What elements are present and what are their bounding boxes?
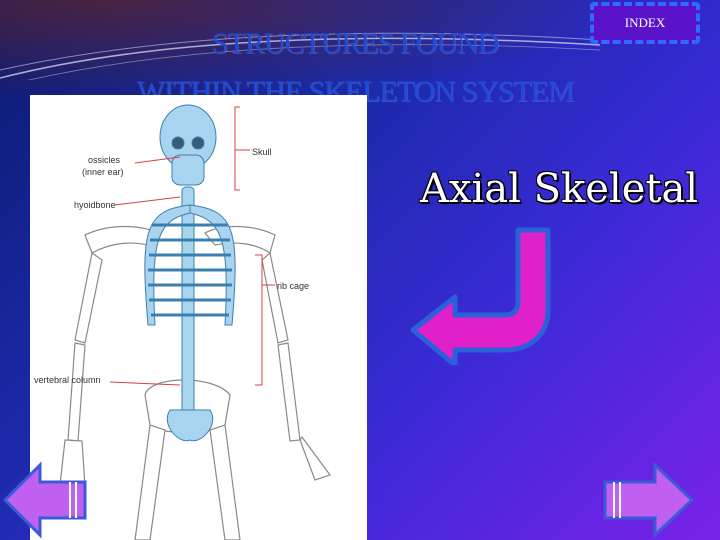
appendicular-bones <box>59 225 331 540</box>
label-ribcage: rib cage <box>277 281 309 291</box>
index-button[interactable]: INDEX <box>590 2 700 44</box>
decorative-swoosh <box>0 32 601 80</box>
label-ossicles: ossicles <box>88 155 121 165</box>
label-skull: Skull <box>252 147 272 157</box>
axial-caption: Axial Skeletal <box>420 166 699 212</box>
down-left-arrow-icon <box>410 227 551 365</box>
skeleton-diagram: Skull ossicles (inner ear) hyoidbone rib… <box>30 95 367 540</box>
label-lines <box>109 106 275 386</box>
axial-bones <box>144 104 236 442</box>
right-arrow-icon[interactable] <box>600 460 700 540</box>
label-hyoid: hyoidbone <box>74 200 116 210</box>
title-line-1: STRUCTURES FOUND <box>211 27 500 60</box>
label-vertebral: vertebral column <box>34 375 101 385</box>
label-inner-ear: (inner ear) <box>82 167 124 177</box>
left-arrow-icon[interactable] <box>0 460 90 540</box>
